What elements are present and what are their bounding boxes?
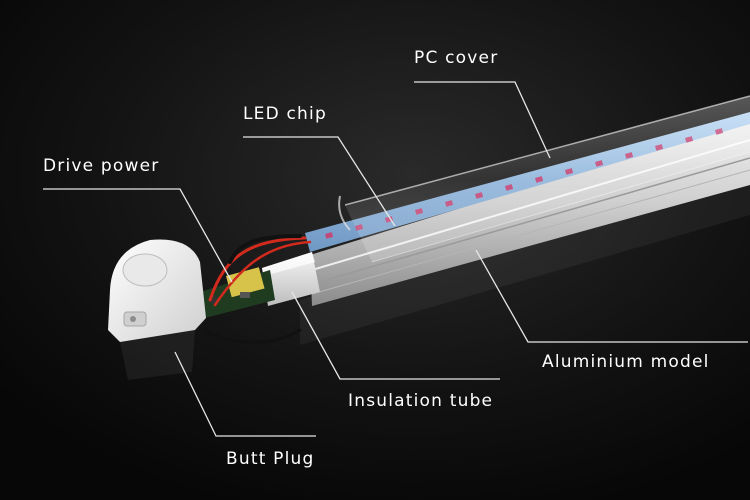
leader-line-insulation <box>291 291 500 380</box>
leader-line-butt-plug <box>174 351 316 437</box>
leader-lines <box>43 81 748 437</box>
butt-plug-shape <box>108 239 206 380</box>
leader-line-aluminium <box>475 249 748 343</box>
label-led-chip: LED chip <box>243 104 327 124</box>
label-insulation-tube: Insulation tube <box>348 391 494 411</box>
label-pc-cover: PC cover <box>414 48 499 68</box>
label-butt-plug: Butt Plug <box>226 449 315 469</box>
leader-line-drive-power <box>43 188 233 283</box>
pc-cover-shape <box>338 95 750 263</box>
wires <box>203 234 312 344</box>
label-drive-power: Drive power <box>43 156 160 176</box>
leader-line-pc-cover <box>414 81 551 159</box>
insulation-tube-shape <box>262 252 320 306</box>
leader-line-led-chip <box>243 136 396 227</box>
label-aluminium-model: Aluminium model <box>542 352 710 372</box>
drive-power-board <box>200 267 275 318</box>
